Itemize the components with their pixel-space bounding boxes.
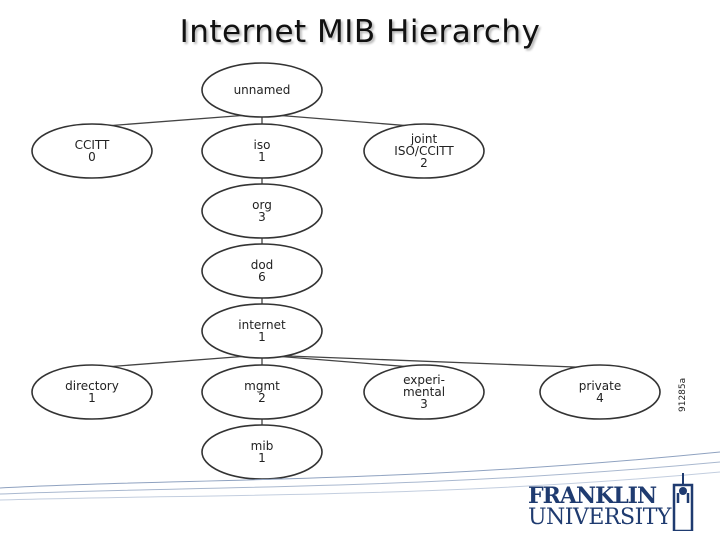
edge-internet-private	[261, 354, 601, 369]
node-label: joint	[410, 132, 438, 146]
node-ellipse	[201, 243, 323, 299]
node-label: 3	[258, 210, 266, 224]
figure-code: 91285a	[678, 377, 688, 412]
edge-internet-experimental	[261, 354, 425, 369]
node-unnamed: unnamed	[201, 62, 323, 118]
node-ellipse	[201, 424, 323, 480]
node-ellipse	[363, 123, 485, 179]
node-label: CCITT	[75, 138, 110, 152]
node-label: ISO/CCITT	[394, 144, 454, 158]
node-label: mgmt	[244, 379, 280, 393]
node-ellipse	[539, 364, 661, 420]
node-label: 1	[258, 150, 266, 164]
node-label: 1	[258, 451, 266, 465]
node-label: 4	[596, 391, 604, 405]
node-ellipse	[363, 364, 485, 420]
logo-line1: FRANKLIN	[528, 483, 657, 509]
node-label: org	[252, 198, 272, 212]
node-label: mental	[403, 385, 445, 399]
node-label: 2	[258, 391, 266, 405]
node-label: mib	[251, 439, 274, 453]
node-label: 3	[420, 397, 428, 411]
node-label: experi-	[403, 373, 445, 387]
node-label: 1	[88, 391, 96, 405]
node-ellipse	[31, 123, 153, 179]
node-label: unnamed	[234, 83, 291, 97]
footer-swoosh	[0, 451, 720, 501]
node-label: directory	[65, 379, 119, 393]
tree-nodes: unnamedCCITT0iso1jointISO/CCITT2org3dod6…	[31, 62, 661, 480]
node-label: 0	[88, 150, 96, 164]
node-label: private	[579, 379, 621, 393]
node-label: 6	[258, 270, 266, 284]
edge-internet-directory	[91, 354, 263, 369]
slide-title: Internet MIB Hierarchy	[179, 14, 541, 50]
tree-edges	[91, 113, 601, 428]
node-label: dod	[251, 258, 274, 272]
node-ellipse	[201, 183, 323, 239]
node-label: 2	[420, 156, 428, 170]
node-label: iso	[254, 138, 271, 152]
logo-line2: UNIVERSITY	[528, 505, 671, 530]
node-label: internet	[238, 318, 286, 332]
node-ellipse	[201, 123, 323, 179]
node-ellipse	[31, 364, 153, 420]
node-label: 1	[258, 330, 266, 344]
edge-unnamed-joint	[261, 113, 425, 128]
node-ellipse	[201, 364, 323, 420]
franklin-university-logo: FRANKLIN UNIVERSITY	[528, 473, 698, 533]
tower-icon	[672, 473, 694, 531]
node-ellipse	[201, 62, 323, 118]
edge-unnamed-ccitt	[91, 113, 263, 128]
node-ellipse	[201, 303, 323, 359]
